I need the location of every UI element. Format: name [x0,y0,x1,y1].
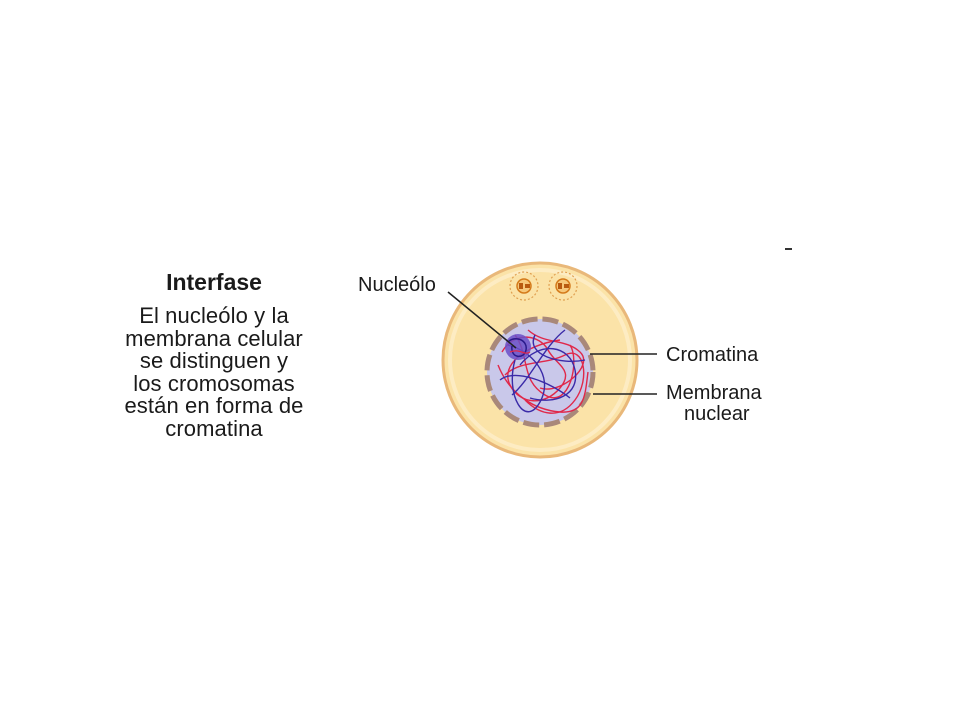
label-cromatina: Cromatina [666,344,759,366]
caption-title: Interfase [166,269,262,295]
label-membrana: Membrana [666,382,762,404]
nucleolo-leader [447,291,517,349]
caption-line: se distinguen y [139,348,289,373]
centrosome-right [548,271,578,301]
caption-line: cromatina [165,415,263,441]
nucleus [487,319,593,425]
centrosome-left [509,271,539,301]
nucleolus [505,334,531,360]
caption-line: membrana celular [125,325,303,351]
caption-line: los cromosomas [133,370,295,396]
caption-block: Interfase El nucleólo y la membrana celu… [96,268,332,440]
caption-line: están en forma de [124,393,304,418]
chromatin [497,329,589,414]
stray-dash-mark [785,248,792,250]
label-nucleolo: Nucleólo [358,274,436,296]
caption-line: El nucleólo y la [139,303,289,328]
cell-cytoplasm-highlight [448,268,632,452]
caption-text: El nucleólo y la membrana celular se dis… [96,303,332,441]
nuclear-membrane [484,316,596,428]
label-nuclear: nuclear [684,403,750,425]
